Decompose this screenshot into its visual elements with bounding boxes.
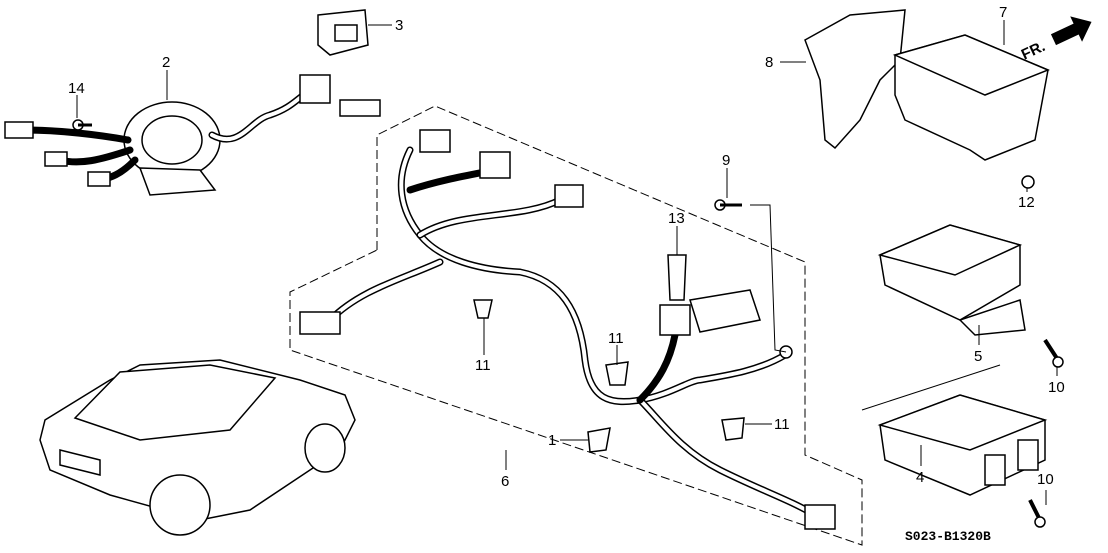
callout-9: 9	[722, 152, 730, 169]
callout-10b: 10	[1037, 471, 1054, 488]
srs-unit-5	[877, 224, 1026, 336]
diagram-code: S023-B1320B	[905, 529, 991, 544]
unit-cover	[804, 9, 1050, 161]
callout-2: 2	[162, 54, 170, 71]
callout-12: 12	[1018, 194, 1035, 211]
callout-1: 1	[548, 432, 556, 449]
callout-7: 7	[999, 4, 1007, 21]
bolt-12	[1021, 175, 1035, 189]
front-direction-indicator: FR.	[1019, 16, 1092, 64]
callout-13: 13	[668, 210, 685, 227]
srs-unit-4	[877, 394, 1048, 496]
callout-4: 4	[916, 469, 924, 486]
harness-assembly-boundary	[289, 105, 863, 546]
vehicle-outline	[39, 359, 356, 536]
bolts-10	[1028, 338, 1064, 528]
cable-reel	[4, 74, 381, 196]
screw-14	[72, 119, 92, 131]
callout-11b: 11	[608, 330, 624, 347]
connector-bracket	[317, 9, 369, 56]
callout-10a: 10	[1048, 379, 1065, 396]
leader-lines	[76, 20, 1058, 505]
callout-11a: 11	[475, 357, 491, 374]
harness-clips	[473, 254, 745, 453]
callout-3: 3	[395, 17, 403, 34]
callout-11c: 11	[774, 416, 790, 433]
sub-harness	[299, 129, 836, 530]
front-label: FR.	[1019, 38, 1048, 64]
callout-14: 14	[68, 80, 85, 97]
callout-5: 5	[974, 348, 982, 365]
callout-8: 8	[765, 54, 773, 71]
bolt-9	[714, 199, 787, 353]
arrow-right-icon	[1050, 16, 1092, 46]
callout-6: 6	[501, 473, 509, 490]
separator-line	[861, 364, 1001, 411]
